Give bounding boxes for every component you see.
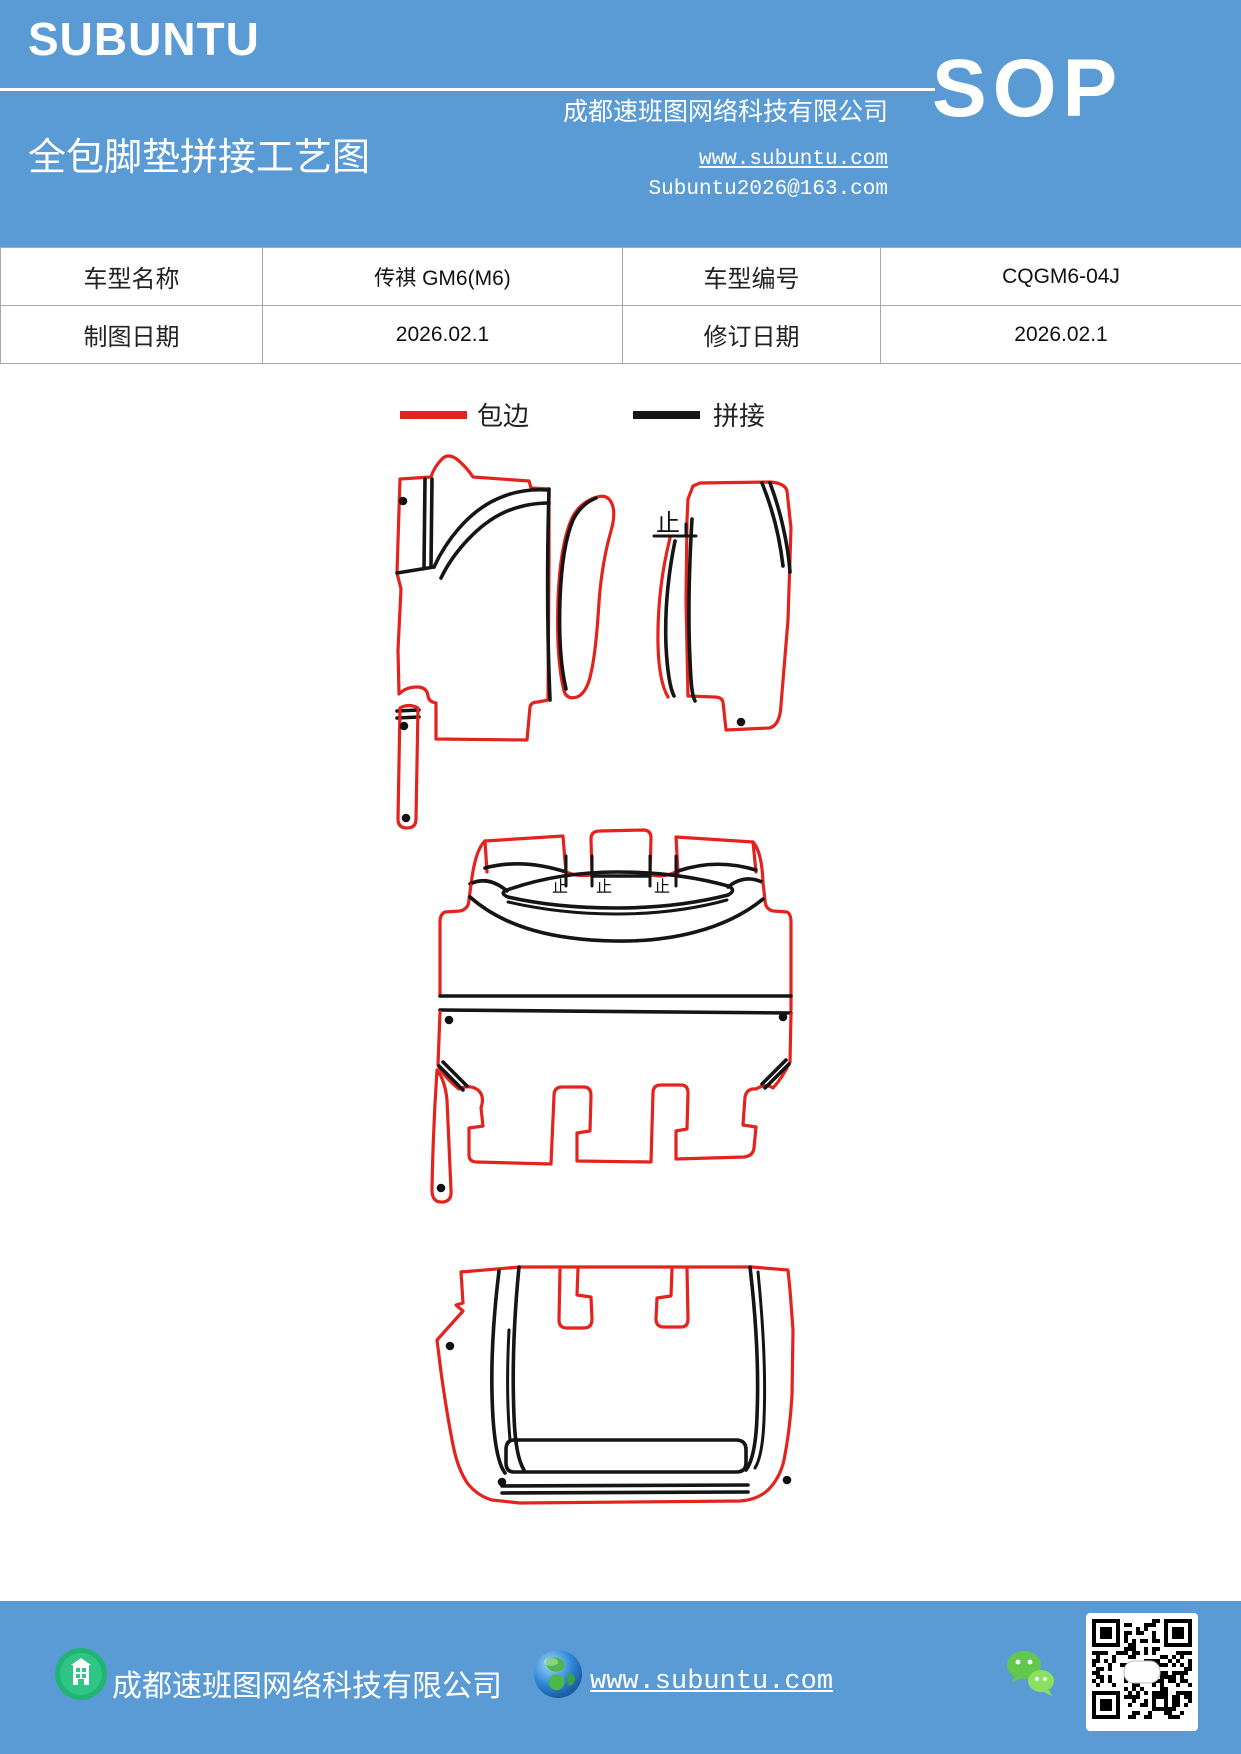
passenger-sliver-seam [663,539,677,698]
driver-right-edge-seam [545,487,552,702]
center-crescent-seam [557,496,598,691]
qr-code [1086,1613,1198,1731]
passenger-sliver-edge [656,536,672,699]
header-divider [0,88,935,91]
stitch-dot [436,1183,446,1193]
second-mat-lower-left-edge [436,1010,442,1067]
lens-wing [468,878,509,893]
tab-left-splice [483,862,568,874]
corner-diagonal-splice [437,1060,469,1092]
trunk-left-splice-inner [506,1328,512,1442]
model-name-value: 传祺 GM6(M6) [263,248,623,306]
stop-mark-label: 止 [596,878,612,896]
driver-heel-piece-seam [422,477,427,570]
stop-tick [564,854,678,888]
legend-edgewrap-swatch [400,411,467,419]
driver-heel-piece-seam [429,477,434,568]
building-icon [55,1648,107,1700]
second-mat-left-edge [438,883,473,998]
legend-splice-label: 拼接 [713,402,766,431]
trunk-cutout [654,1267,690,1329]
header-banner: SUBUNTU 全包脚垫拼接工艺图 成都速班图网络科技有限公司 www.subu… [0,0,1241,247]
header-website-link[interactable]: www.subuntu.com [698,148,888,171]
globe-icon [534,1650,582,1698]
stitch-dot [782,1475,792,1485]
stitch-dot [497,1477,507,1487]
legend-splice-swatch [633,411,700,419]
legend-edgewrap-label: 包边 [477,402,530,431]
model-code-value: CQGM6-04J [881,248,1241,306]
stitch-dot [778,1012,788,1022]
tab-connector [469,839,487,887]
trunk-mat-top-edge [459,1265,754,1274]
tab-center-outline [589,828,653,879]
driver-splice-curve [439,501,551,580]
passenger-center-seam [687,517,697,703]
page-title: 全包脚垫拼接工艺图 [28,137,371,179]
stitch-dot [399,721,409,731]
front-row-mats: 止 [395,454,793,830]
tab-left-outline [483,834,568,875]
second-mat-side-strip [430,1068,453,1204]
passenger-mat-outline [684,480,793,732]
driver-splice-curve [432,487,550,569]
second-mat-right-edge [761,881,793,1012]
driver-mat-outline [395,454,551,742]
passenger-corner-splice [768,481,792,574]
trunk-left-splice [490,1269,507,1475]
trunk-left-splice [511,1265,526,1472]
header-company-name: 成都速班图网络科技有限公司 [562,99,888,126]
doc-type-label: SOP [932,43,1124,134]
third-row-trunk-mat [435,1265,795,1505]
lens-splice-band [501,870,735,910]
corner-diagonal-splice [760,1058,791,1090]
lens-wing [726,877,764,889]
revise-date-label: 修订日期 [623,306,881,364]
footer-website-link[interactable]: www.subuntu.com [590,1667,834,1697]
stop-mark-bar [652,522,698,538]
header-email[interactable]: Subuntu2026@163.com [648,178,888,201]
driver-side-strip-outline [396,703,420,830]
stitch-dot [398,496,408,506]
footer-banner: 成都速班图网络科技有限公司 www.subuntu.com [0,1601,1241,1754]
stop-mark-label: 止 [654,878,670,896]
tab-connector [751,840,765,885]
trunk-right-splice [753,1270,767,1470]
second-mat-cross-seam [438,1008,793,1015]
stitch-dot [444,1015,454,1025]
revise-date-value: 2026.02.1 [881,306,1241,364]
stop-mark-label: 止 [656,510,680,537]
stitch-dot [445,1341,455,1351]
stop-mark-label: 止 [552,878,568,896]
center-crescent-outline [556,494,616,700]
stitch-dot [736,717,746,727]
driver-heel-piece-bottom-seam [395,565,436,575]
trunk-mat-outline [435,1265,795,1505]
second-mat-lower-outline [436,1060,792,1166]
vehicle-info-table: 车型名称 传祺 GM6(M6) 车型编号 CQGM6-04J 制图日期 2026… [0,247,1241,364]
lens-splice-band-inner [506,898,729,916]
brand-logo: SUBUNTU [28,13,260,65]
trunk-cutout [557,1267,594,1330]
stitch-dot [401,813,411,823]
draw-date-value: 2026.02.1 [263,306,623,364]
second-mat-lower-right-edge [788,1012,793,1064]
tab-right-splice [676,862,758,873]
trunk-sill-band [504,1438,748,1474]
draw-date-label: 制图日期 [1,306,263,364]
passenger-corner-splice [760,481,785,568]
model-name-label: 车型名称 [1,248,263,306]
footer-company-name: 成都速班图网络科技有限公司 [112,1670,502,1703]
wechat-icon [1007,1651,1054,1696]
second-mat-wavy-splice [468,895,765,943]
trunk-sill-seam [500,1483,750,1495]
trunk-right-splice [744,1265,760,1472]
second-row-mat: 止 止 止 [430,828,793,1204]
model-code-label: 车型编号 [623,248,881,306]
